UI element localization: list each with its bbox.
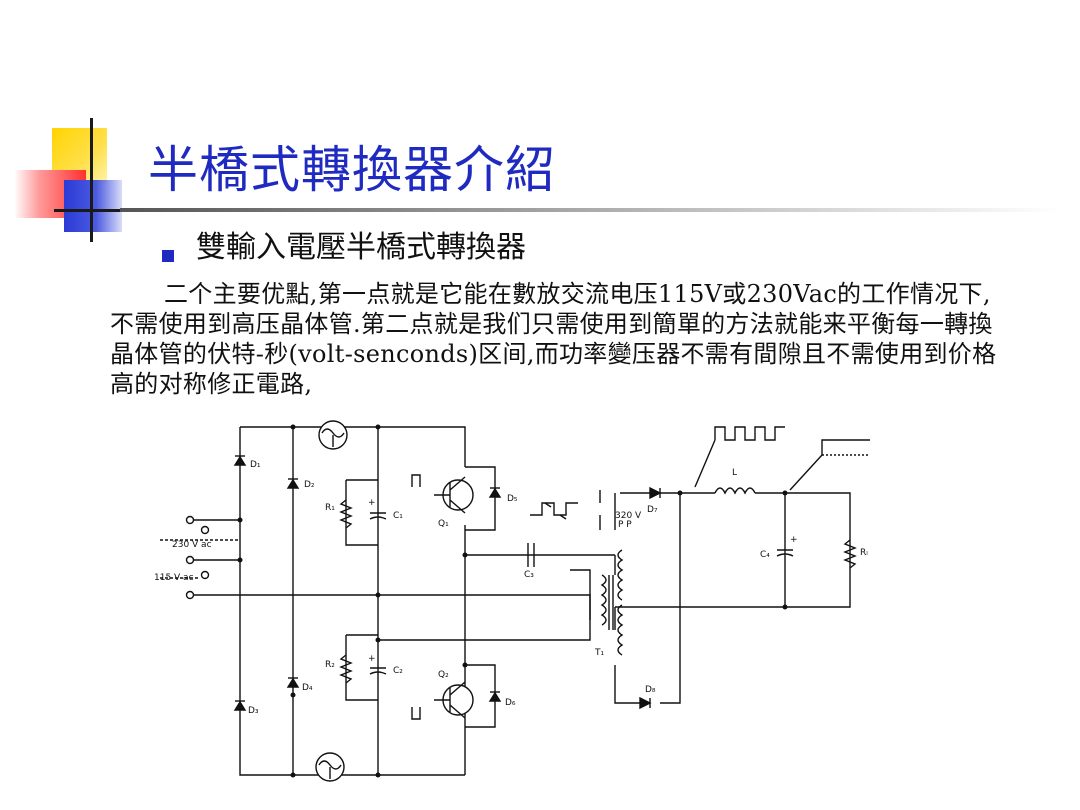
deco-blue-square [64, 180, 122, 232]
label-pp: P P [618, 520, 632, 530]
label-c2: C₂ [393, 666, 403, 676]
deco-vertical-line [90, 118, 93, 242]
body-paragraph: 二个主要优點,第一点就是它能在數放交流电压115V或230Vac的工作情况下,不… [110, 280, 997, 398]
thermistor-bottom [315, 752, 345, 782]
title-underline [120, 208, 1060, 212]
label-plus-c1: + [368, 498, 376, 508]
bullet-text: 雙輸入電壓半橋式轉換器 [196, 230, 526, 265]
inductor-l [714, 487, 756, 495]
circuit-junctions [237, 424, 788, 778]
label-r1: R₁ [325, 503, 335, 513]
slide-title: 半橋式轉換器介紹 [148, 141, 556, 199]
resistor-rl [843, 539, 857, 569]
bridge-diodes [233, 455, 662, 711]
label-c4: C₄ [760, 550, 770, 560]
capacitors [369, 512, 794, 675]
label-d7: D₇ [647, 505, 658, 515]
label-d5: D₅ [507, 494, 518, 504]
label-plus-c4: + [790, 535, 798, 545]
label-d1: D₁ [250, 460, 261, 470]
transistor-q2 [434, 681, 474, 719]
transistor-q1 [434, 476, 474, 514]
label-230v: 230 V ac [172, 540, 212, 550]
waveforms [411, 426, 870, 720]
transformer-t1 [600, 549, 624, 656]
label-plus-c2: + [368, 654, 376, 664]
label-d4: D₄ [302, 683, 313, 693]
thermistor-top [318, 420, 348, 450]
label-320v: 320 V [615, 511, 642, 521]
label-c1: C₁ [393, 511, 403, 521]
label-d2: D₂ [304, 480, 315, 490]
label-d3: D₃ [248, 706, 259, 716]
label-115v: 115 V ac [154, 573, 194, 583]
label-r2: R₂ [325, 660, 335, 670]
label-d6: D₆ [505, 698, 516, 708]
half-bridge-circuit-diagram: D₁ D₂ D₃ D₄ D₅ D₆ D₇ D₈ R₁ R₂ C₁ C₂ C₃ C… [154, 420, 870, 782]
resistor-r2 [339, 654, 353, 684]
input-terminals [185, 515, 210, 600]
resistor-r1 [339, 499, 353, 529]
label-c3: C₃ [524, 570, 534, 580]
label-q2: Q₂ [438, 670, 449, 680]
bullet-marker [162, 250, 174, 262]
label-q1: Q₁ [438, 519, 449, 529]
label-t1: T₁ [594, 648, 604, 658]
label-l: L [732, 468, 737, 478]
label-rl: Rₗ [860, 548, 868, 558]
circuit-wires [190, 426, 851, 776]
deco-horizontal-line [54, 209, 124, 212]
label-d8: D₈ [645, 685, 656, 695]
